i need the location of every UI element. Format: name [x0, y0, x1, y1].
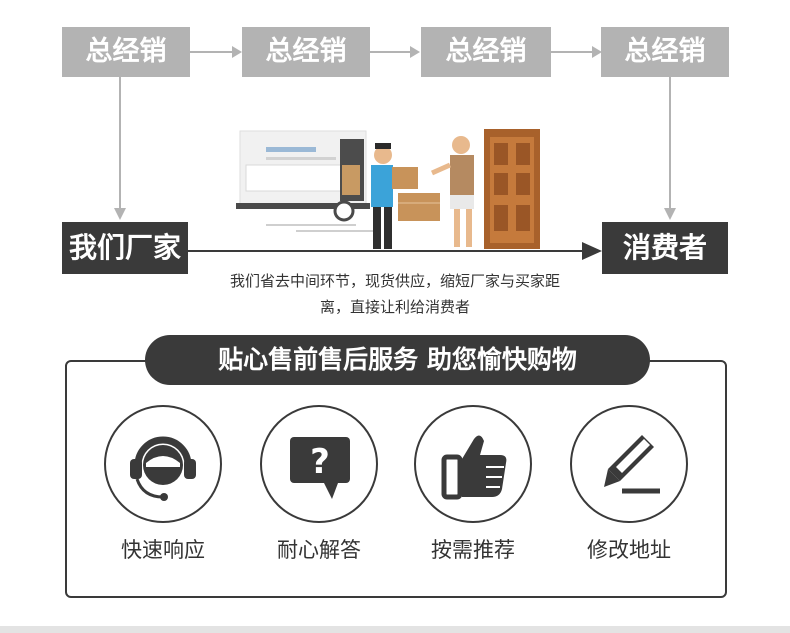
caption-line-2: 离，直接让利给消费者: [319, 298, 470, 316]
service-item-quick-response: [104, 405, 222, 523]
distributor-box-3: 总经销: [421, 27, 551, 77]
consumer-box: 消费者: [602, 222, 728, 274]
distributor-box-4: 总经销: [601, 27, 729, 77]
delivery-illustration: [236, 129, 540, 249]
distributor-box-2: 总经销: [242, 27, 370, 77]
service-label-2: 耐心解答: [277, 538, 361, 562]
headset-agent-icon: [130, 436, 196, 501]
manufacturer-box: 我们厂家: [62, 222, 188, 274]
service-item-recommend: [414, 405, 532, 523]
thumbs-up-icon: [441, 435, 507, 500]
service-label-3: 按需推荐: [431, 538, 515, 562]
service-item-change-address: [570, 405, 688, 523]
pencil-edit-icon: [604, 435, 660, 494]
bottom-divider: [0, 626, 790, 633]
caption-line-1: 我们省去中间环节，现货供应，缩短厂家与买家距: [229, 272, 560, 290]
distributor-box-1: 总经销: [62, 27, 190, 77]
service-label-1: 快速响应: [121, 538, 205, 562]
question-bubble-icon: ?: [290, 437, 350, 499]
service-label-4: 修改地址: [587, 538, 671, 562]
service-banner: 贴心售前售后服务 助您愉快购物: [145, 335, 650, 385]
flow-connectors: [114, 46, 676, 260]
service-item-patient-answers: ?: [260, 405, 378, 523]
svg-text:?: ?: [310, 442, 330, 482]
